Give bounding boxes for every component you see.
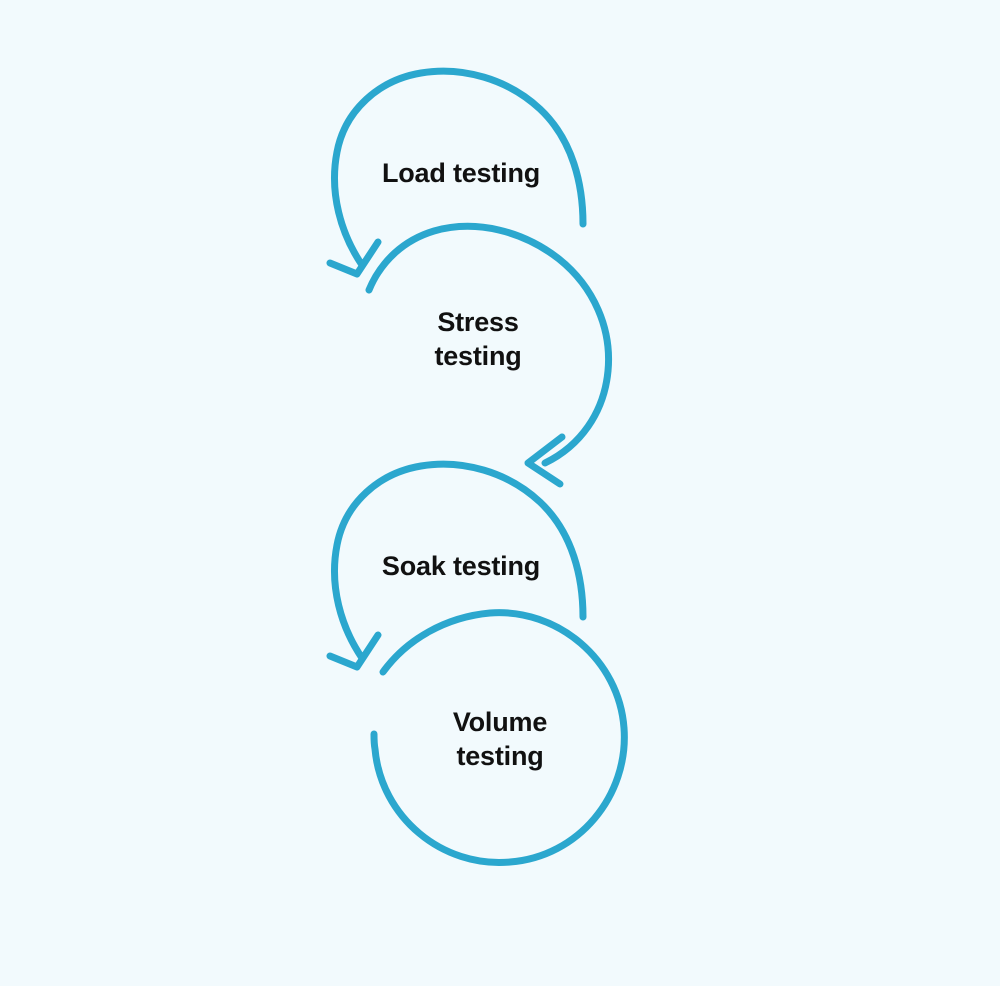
arrowhead-soak-testing xyxy=(326,631,382,671)
arc-path-volume-testing xyxy=(370,609,628,866)
arc-volume-testing xyxy=(370,609,628,866)
arrowhead-stress-testing xyxy=(524,433,566,488)
arc-path-stress-testing xyxy=(365,222,613,467)
arc-load-testing xyxy=(326,67,587,278)
arc-path-soak-testing xyxy=(331,460,587,662)
arc-soak-testing xyxy=(326,460,587,671)
arc-stress-testing xyxy=(365,222,613,488)
arc-path-load-testing xyxy=(331,67,587,269)
arrowhead-load-testing xyxy=(326,238,382,278)
